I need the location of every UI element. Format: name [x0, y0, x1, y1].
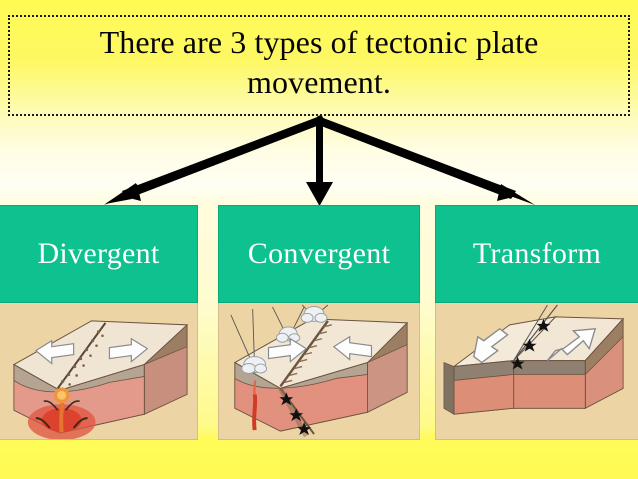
- convergent-plate-diagram: [219, 303, 419, 439]
- transform-plate-diagram: [436, 303, 638, 439]
- column-convergent[interactable]: Convergent: [218, 205, 420, 440]
- column-transform[interactable]: Transform: [435, 205, 638, 440]
- diagram-panel-transform: [435, 303, 638, 440]
- transform-arrow-right: [546, 328, 597, 362]
- arrow-to-transform: [316, 116, 535, 205]
- convergent-arrow-left: [267, 337, 308, 363]
- earthquake-stars-transform: [510, 318, 551, 370]
- label-box-transform[interactable]: Transform: [435, 205, 638, 303]
- volcano-plume-clouds: [241, 305, 328, 374]
- page-title: There are 3 types of tectonic plate move…: [99, 24, 539, 100]
- column-divergent[interactable]: Divergent: [0, 205, 198, 440]
- earthquake-stars-convergent: [279, 392, 312, 436]
- arrow-origin-node: [316, 115, 324, 123]
- label-box-convergent[interactable]: Convergent: [218, 205, 420, 303]
- divergent-plate-diagram: [0, 303, 197, 439]
- transform-arrow-left: [473, 327, 509, 364]
- fault-line: [513, 304, 558, 361]
- arrow-to-divergent: [104, 116, 322, 205]
- diagram-panel-convergent: [218, 303, 420, 440]
- label-text-convergent: Convergent: [247, 237, 391, 270]
- title-box: There are 3 types of tectonic plate move…: [8, 15, 630, 116]
- divergent-arrow-left: [34, 339, 75, 365]
- divergent-arrow-right: [108, 337, 149, 363]
- diagram-panel-divergent: [0, 303, 198, 440]
- arrow-to-convergent: [306, 118, 333, 206]
- label-box-divergent[interactable]: Divergent: [0, 205, 198, 303]
- label-text-transform: Transform: [472, 237, 602, 270]
- convergent-arrow-right: [332, 335, 373, 361]
- label-text-divergent: Divergent: [37, 237, 160, 270]
